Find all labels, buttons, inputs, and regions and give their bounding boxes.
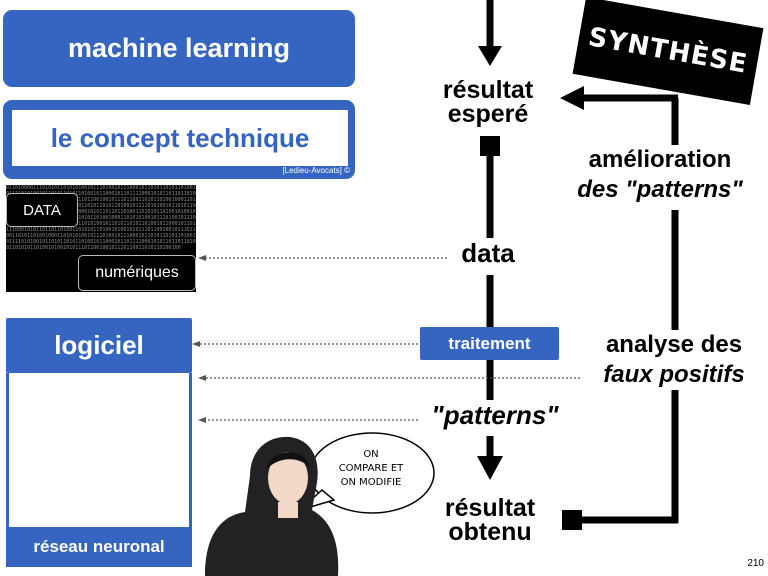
dotted-arrowhead-patterns	[198, 417, 206, 423]
copyright-note: [Ledieu-Avocats] ©	[282, 166, 350, 175]
resultat-obtenu-line2: obtenu	[448, 518, 532, 546]
machine-learning-title: machine learning	[3, 10, 355, 87]
resultat-espere-line2: esperé	[447, 100, 529, 128]
bottom-arrowhead	[477, 456, 503, 480]
analyse-line1: analyse des	[605, 331, 743, 358]
bubble-line2: COMPARE ET	[338, 463, 404, 474]
analyse-line2: faux positifs	[603, 361, 745, 388]
page-number: 210	[747, 558, 764, 569]
dotted-arrowhead-traitement	[192, 341, 200, 347]
resultat-espere-line1: résultat	[442, 76, 534, 104]
logiciel-header: logiciel	[6, 318, 192, 373]
traitement-badge: traitement	[420, 327, 559, 360]
neural-network-frame	[6, 373, 192, 527]
resultat-obtenu-label: résultat obtenu	[420, 494, 560, 546]
loop-arrowhead	[560, 86, 584, 110]
amelioration-line1: amélioration	[588, 146, 732, 173]
amelioration-label: amélioration des "patterns"	[565, 145, 755, 205]
resultat-obtenu-line1: résultat	[444, 494, 536, 522]
speech-bubble-text: ON COMPARE ET ON MODIFIE	[312, 436, 430, 510]
square-marker-top	[480, 136, 500, 156]
bubble-line3: ON MODIFIE	[340, 477, 402, 488]
dotted-arrowhead-data	[198, 255, 206, 261]
bubble-line1: ON	[363, 449, 379, 460]
amelioration-line2: des "patterns"	[577, 176, 743, 203]
top-arrowhead	[478, 46, 502, 66]
dotted-arrowhead-faux-positifs	[198, 375, 206, 381]
character-illustration	[205, 436, 339, 576]
patterns-label: "patterns"	[420, 400, 570, 431]
reseau-neuronal-label: réseau neuronal	[6, 527, 192, 567]
numeriques-badge: numériques	[78, 255, 196, 291]
data-label: data	[448, 238, 528, 269]
square-marker-bottom	[562, 510, 582, 530]
resultat-espere-label: résultat esperé	[418, 76, 558, 128]
data-badge: DATA	[6, 193, 78, 227]
analyse-label: analyse des faux positifs	[580, 330, 768, 390]
concept-subtitle: le concept technique	[12, 110, 348, 166]
